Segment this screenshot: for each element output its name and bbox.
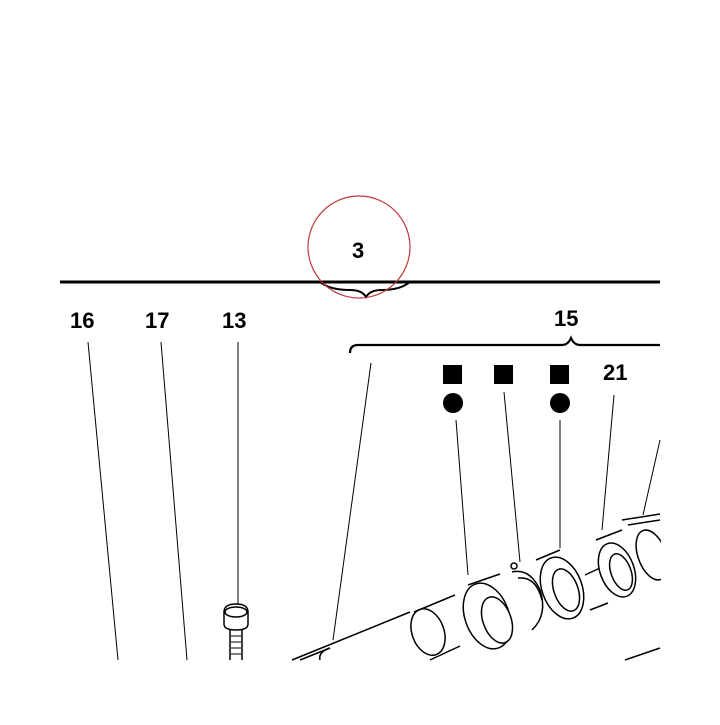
callout-17: 17 [145, 308, 170, 333]
leader-right [642, 439, 661, 516]
leader-17 [160, 341, 188, 661]
square-marker-1 [443, 365, 462, 384]
callout-16: 16 [70, 308, 95, 333]
leader-21 [601, 394, 615, 531]
callout-21: 21 [603, 360, 628, 385]
callout-3: 3 [352, 238, 365, 263]
square-marker-3 [550, 365, 569, 384]
circle-marker-2 [550, 393, 570, 413]
callout-13: 13 [222, 308, 247, 333]
leader-15-shaft [332, 362, 372, 641]
callout-15: 15 [554, 306, 579, 331]
highlight-circle [307, 195, 411, 299]
leader-square-2 [503, 391, 521, 563]
bolt-part [223, 603, 249, 660]
part-15-brace [348, 335, 660, 354]
shaft-assembly [291, 513, 669, 661]
square-marker-2 [494, 365, 513, 384]
circle-marker-1 [443, 393, 463, 413]
leader-16 [87, 341, 119, 661]
leader-circle-1 [455, 419, 469, 576]
assembly-brace [319, 281, 411, 300]
